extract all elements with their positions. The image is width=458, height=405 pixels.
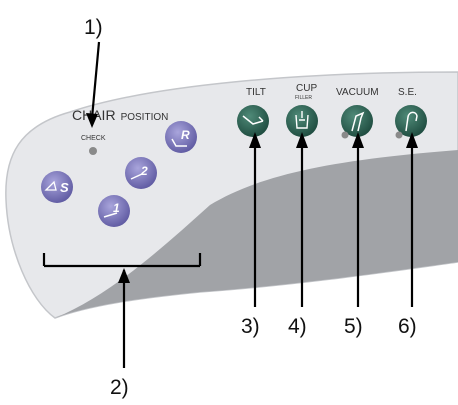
vacuum-button[interactable] [341,105,373,137]
arrowhead-3 [249,132,261,148]
se-indicator [395,131,403,139]
se-label: S.E. [398,87,417,98]
chair-recline-icon [171,138,187,147]
callout-5: 5) [344,315,363,338]
callout-3: 3) [241,315,260,338]
chair-recline-icon [130,173,143,180]
arrowhead-4 [296,132,308,148]
chair-button-1-label: 1 [113,201,120,215]
chair-button-1[interactable]: 1 [98,195,130,227]
callout-arrowheads [86,113,418,283]
cup-label: CUP [296,83,317,94]
tilt-button[interactable] [237,105,269,137]
chair-button-s-label: S [60,180,69,195]
chair-button-r[interactable]: R [165,121,197,153]
cup-filler-button[interactable] [286,105,318,137]
callout-6: 6) [398,315,417,338]
saliva-ejector-icon [405,111,418,132]
tilt-icon [242,115,264,125]
chair-button-2-label: 2 [140,164,148,178]
chair-button-r-label: R [181,128,190,142]
chair-button-2[interactable]: 2 [125,157,157,189]
cup-icon [295,111,309,129]
vacuum-label: VACUUM [336,87,379,98]
callout-1: 1) [84,16,103,39]
vacuum-icon [351,111,365,132]
chair-recline-icon [103,212,118,218]
arrowhead-1 [86,113,98,128]
check-label: CHECK [81,135,106,142]
pointer-1-line [90,41,101,119]
arrowhead-2 [118,268,130,283]
callout-4: 4) [288,315,307,338]
callout-pointers [42,41,414,368]
arrowhead-6 [406,132,418,148]
chair-recline-icon [44,180,57,191]
callout-2: 2) [110,376,129,399]
panel-title-sub: POSITION [121,112,169,123]
vacuum-indicator [341,131,349,139]
cup-filler-label: FILLER [295,95,312,101]
tilt-label: TILT [246,87,266,98]
arrowhead-5 [352,132,364,148]
se-button[interactable] [395,105,427,137]
check-indicator [89,147,97,155]
chair-button-s[interactable]: S [41,171,73,203]
